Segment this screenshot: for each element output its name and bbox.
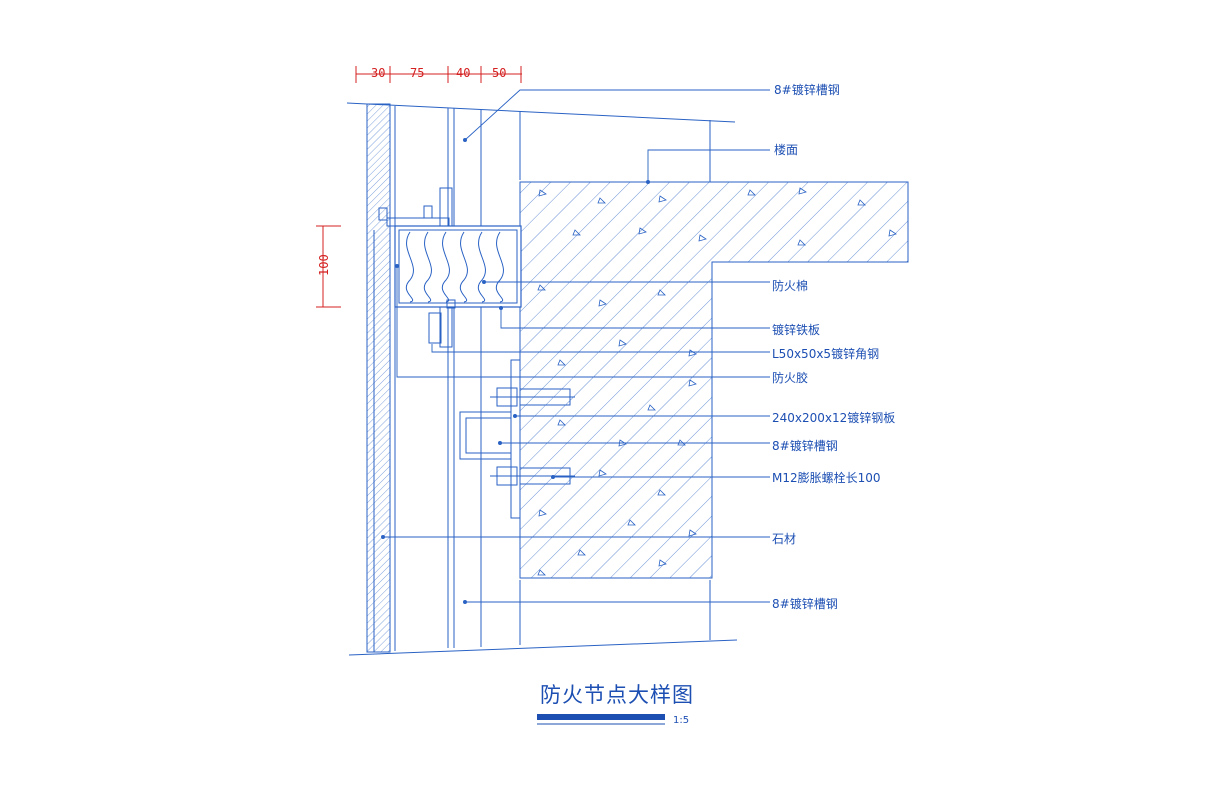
- label-galv-sheet: 镀锌铁板: [772, 323, 820, 337]
- label-anchor-bolt: M12膨胀螺栓长100: [772, 470, 881, 485]
- label-stone: 石材: [772, 532, 796, 546]
- label-angle-steel: L50x50x5镀锌角钢: [772, 347, 879, 361]
- label-channel-mid: 8#镀锌槽钢: [772, 439, 838, 453]
- label-channel-top: 8#镀锌槽钢: [774, 83, 840, 97]
- label-floor: 楼面: [774, 142, 798, 157]
- concrete-aggregate-marks: [537, 187, 897, 576]
- concrete-slab: [519, 181, 909, 579]
- drawing-scale: 1:5: [673, 715, 689, 726]
- bottom-break-line: [348, 639, 738, 656]
- steel-plate-and-channel: [459, 359, 575, 519]
- leader-dots: [381, 138, 650, 604]
- label-fire-wool: 防火棉: [772, 278, 808, 293]
- angle-steel: [378, 187, 456, 348]
- title-underline-thick: [537, 714, 665, 720]
- dim-50: 50: [492, 66, 506, 80]
- dim-100: 100: [317, 254, 331, 276]
- label-steel-plate: 240x200x12镀锌钢板: [772, 411, 895, 425]
- drawing-title: 防火节点大样图: [540, 683, 694, 707]
- top-break-line: [346, 102, 736, 123]
- dim-30: 30: [371, 66, 385, 80]
- label-channel-bottom: 8#镀锌槽钢: [772, 597, 838, 611]
- dim-75: 75: [410, 66, 424, 80]
- fire-wool-box: [394, 225, 522, 308]
- label-fire-sealant: 防火胶: [772, 370, 808, 385]
- channel-steel-verticals: [394, 106, 711, 651]
- stone-cladding: [366, 103, 391, 653]
- dim-40: 40: [456, 66, 470, 80]
- dimension-lines: [316, 66, 522, 308]
- leader-lines: [383, 89, 770, 603]
